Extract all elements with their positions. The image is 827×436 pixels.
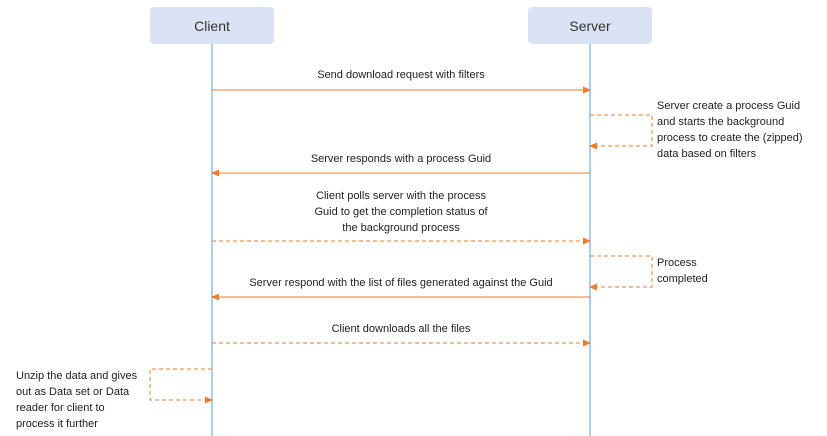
message-label: Client downloads all the files [332, 323, 471, 335]
self-calls: Server create a process Guid and starts t… [16, 100, 803, 430]
self-call-label: process to create the (zipped) [657, 132, 803, 144]
message-label: Client polls server with the process [316, 190, 486, 202]
server-actor-box [528, 7, 652, 44]
server-actor-label: Server [569, 18, 611, 34]
self-call-label: Process [657, 257, 697, 269]
client-actor-label: Client [194, 18, 230, 34]
self-call-label: completed [657, 273, 708, 285]
self-call-label: Unzip the data and gives [16, 370, 138, 382]
message-label: Send download request with filters [317, 69, 485, 81]
self-call-label: Server create a process Guid [657, 100, 800, 112]
self-call-label: and starts the background [657, 116, 784, 128]
self-call-label: reader for client to [16, 402, 105, 414]
message-label: the background process [342, 222, 460, 234]
message-label: Server responds with a process Guid [311, 153, 491, 165]
self-call-arrow [589, 255, 653, 291]
message-label: Server respond with the list of files ge… [249, 277, 552, 289]
self-call-label: process it further [16, 418, 98, 430]
messages: Send download request with filtersServer… [211, 69, 591, 347]
message-label: Guid to get the completion status of [314, 206, 488, 218]
self-call-label: data based on filters [657, 148, 757, 160]
self-call-label: out as Data set or Data [16, 386, 130, 398]
client-actor-box [150, 7, 274, 44]
self-call-arrow [149, 368, 213, 404]
self-call-arrow [589, 114, 653, 150]
